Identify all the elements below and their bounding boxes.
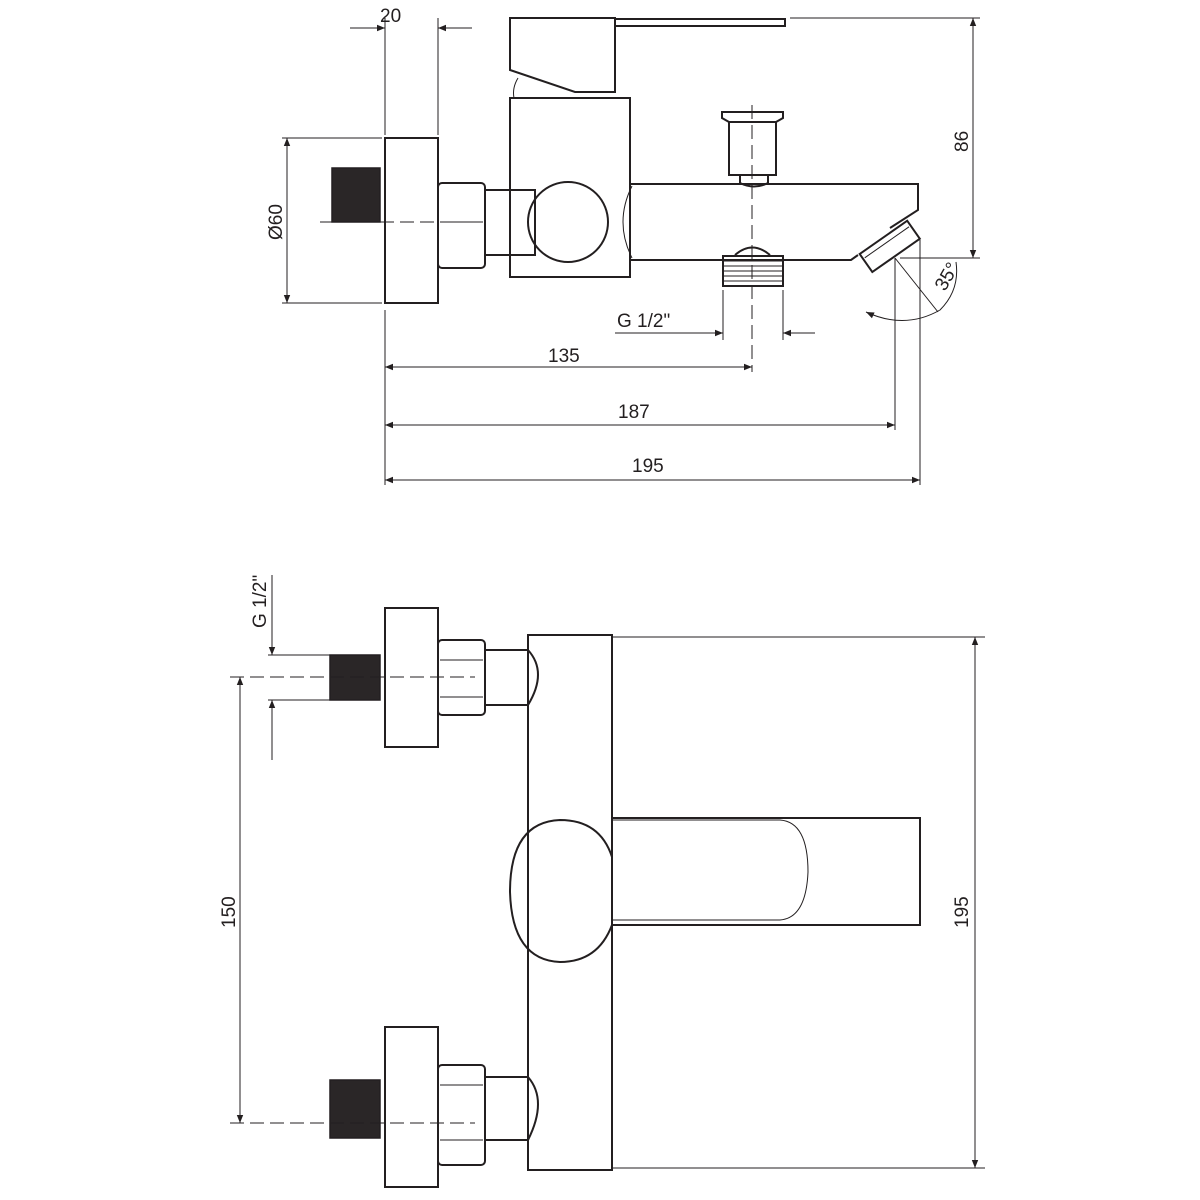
dim-inlet-thread: G 1/2" xyxy=(250,575,271,628)
wall-flange xyxy=(384,137,439,304)
side-view: 20 Ø60 86 G 1/2" 135 187 195 35° xyxy=(266,6,980,485)
dim-150: 150 xyxy=(219,896,240,928)
lever xyxy=(614,18,786,27)
mixer-body-front xyxy=(527,634,613,1171)
dim-135: 135 xyxy=(548,346,580,367)
lever-front xyxy=(508,817,921,964)
dim-195-depth: 195 xyxy=(632,456,664,477)
outlet-thread xyxy=(722,246,784,287)
inlet-thread xyxy=(331,167,381,223)
hex-nut xyxy=(437,182,486,269)
dim-outlet-thread: G 1/2" xyxy=(617,311,670,332)
dim-86: 86 xyxy=(952,131,973,152)
dim-187: 187 xyxy=(618,402,650,423)
dim-20: 20 xyxy=(380,6,401,27)
spout xyxy=(630,183,919,261)
cartridge-housing xyxy=(509,17,616,93)
inlet-top xyxy=(230,607,539,748)
dim-angle: 35° xyxy=(931,259,964,294)
dim-195-height: 195 xyxy=(952,896,973,928)
mixer-body xyxy=(509,97,631,278)
dim-diameter: Ø60 xyxy=(266,204,287,240)
front-view: G 1/2" 150 195 xyxy=(219,575,985,1188)
inlet-bottom xyxy=(230,1026,539,1188)
spout-outlet xyxy=(858,219,922,274)
diverter-knob xyxy=(527,181,609,263)
